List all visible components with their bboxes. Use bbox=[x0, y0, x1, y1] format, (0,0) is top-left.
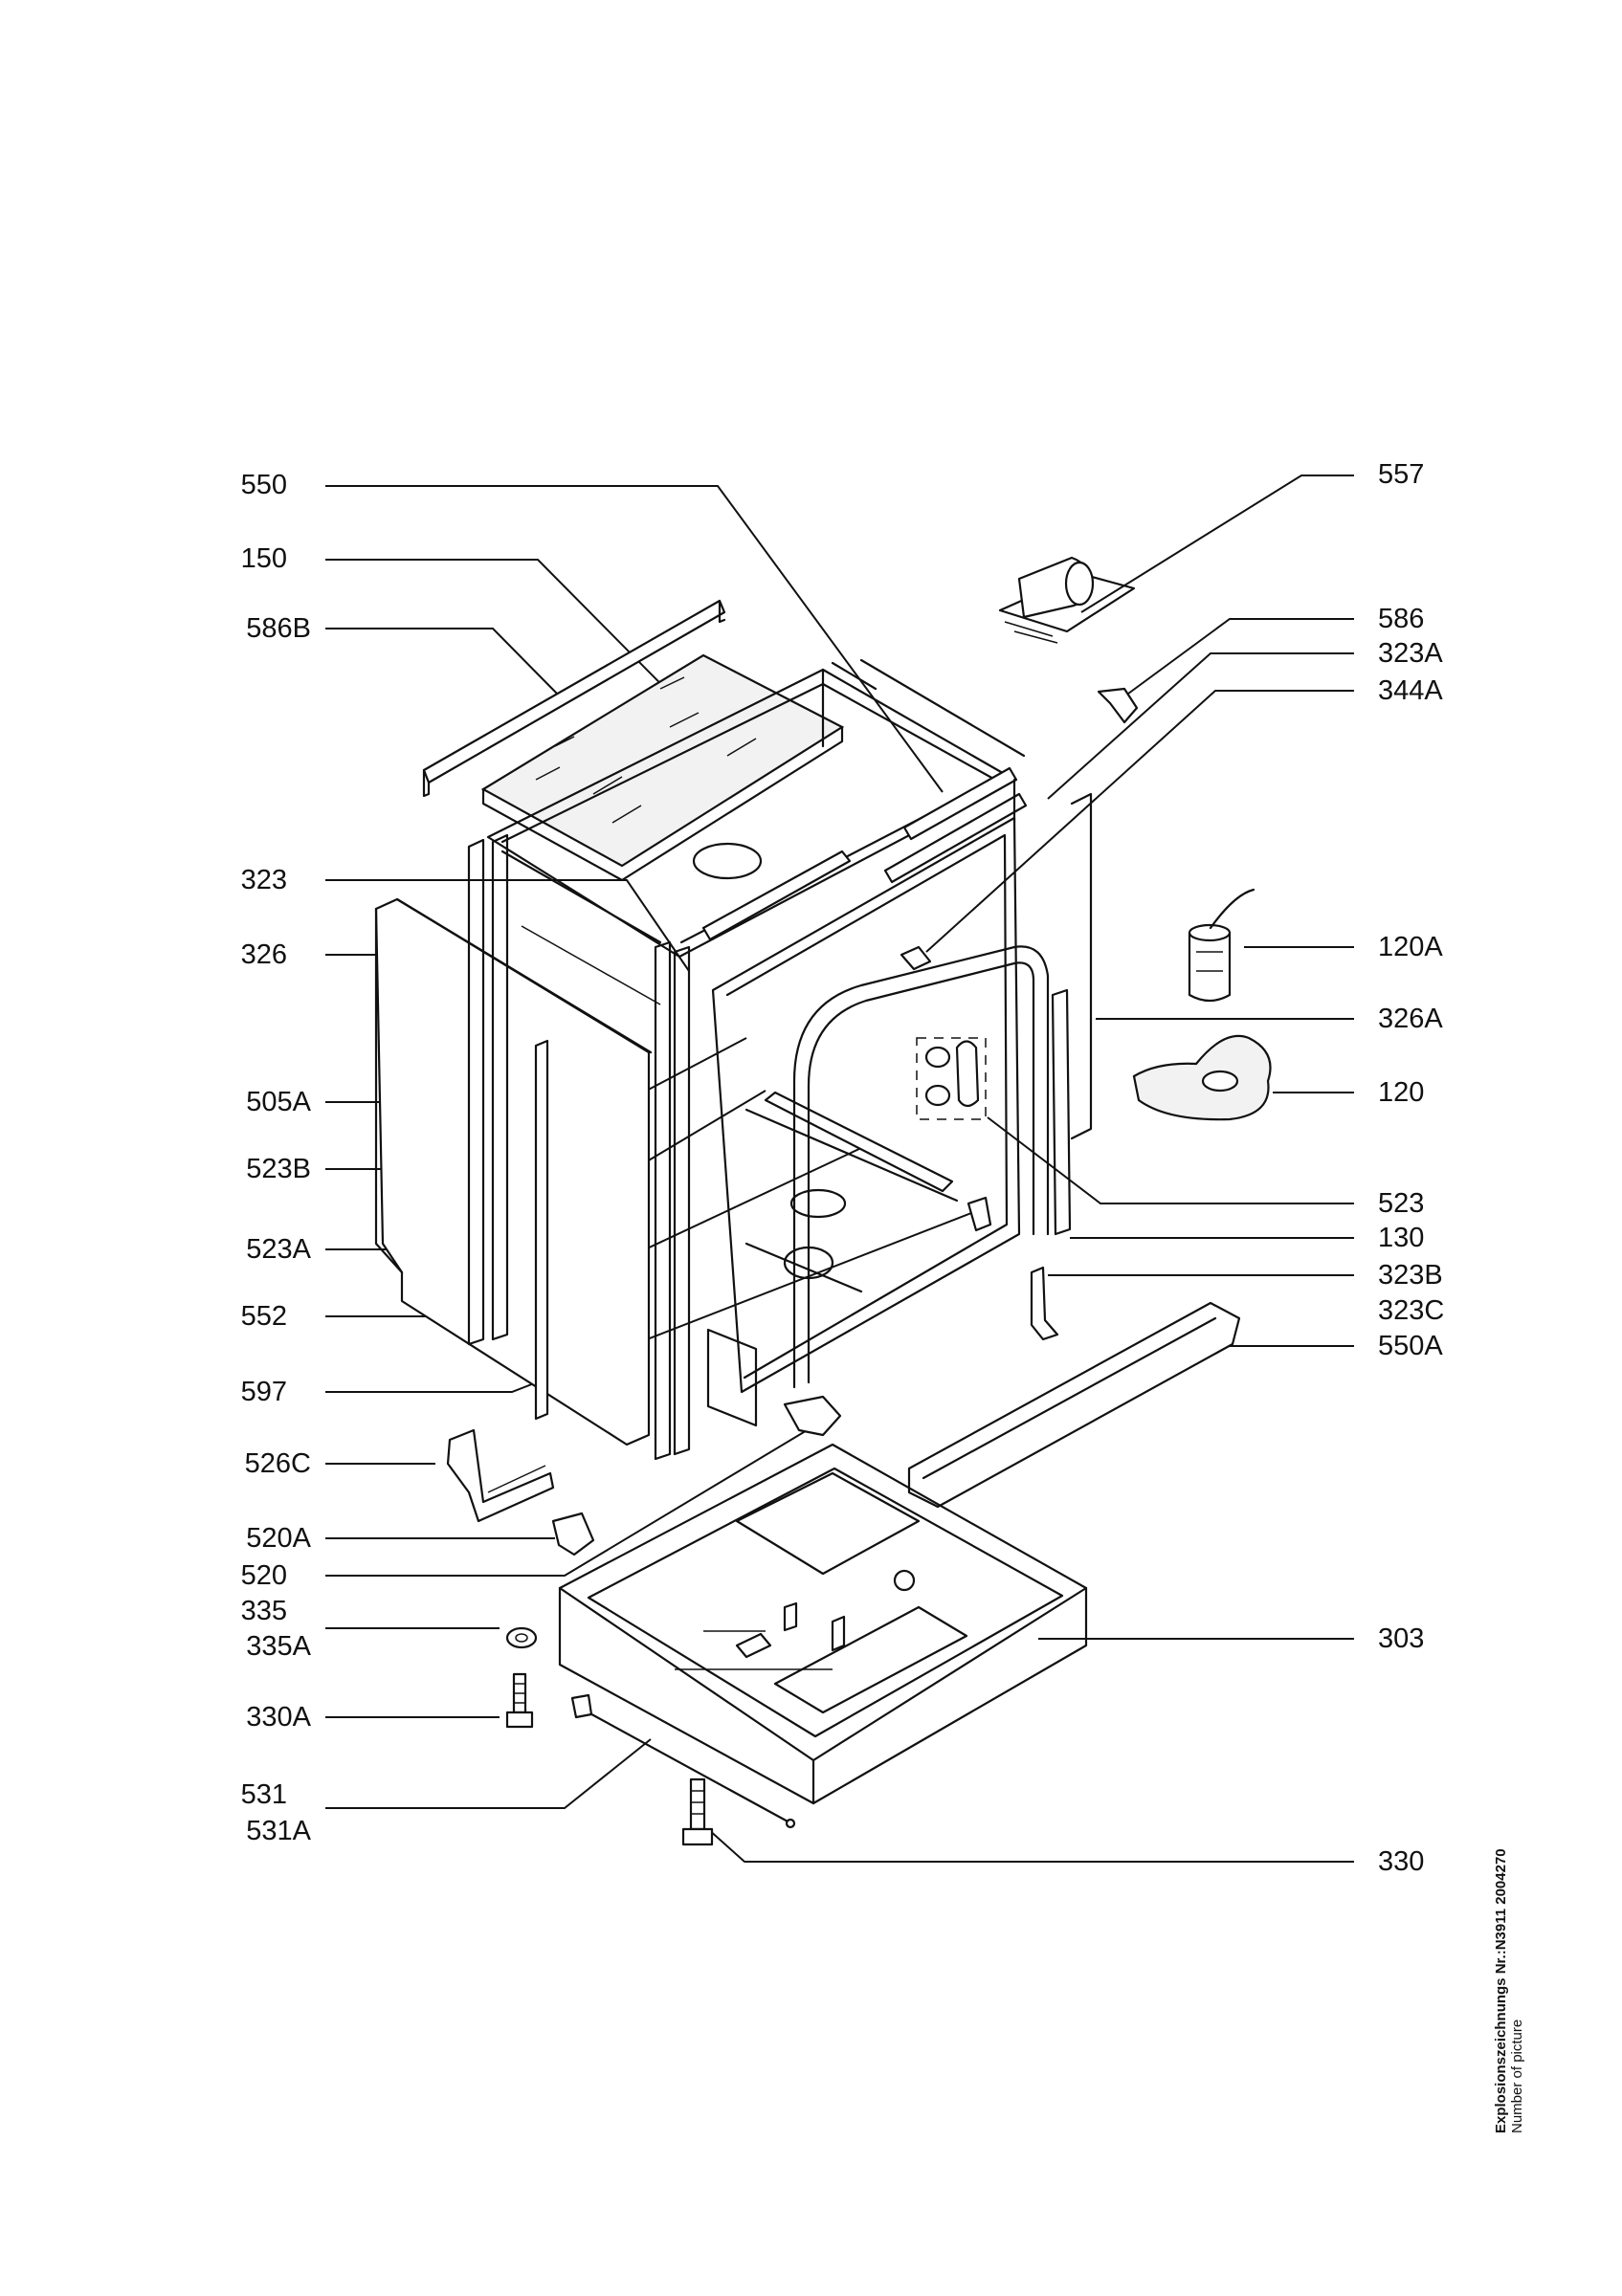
leader-557 bbox=[1080, 475, 1354, 613]
callout-323B: 323B bbox=[1378, 1260, 1443, 1291]
part-505A-strip bbox=[534, 1039, 549, 1421]
part-586-bracket bbox=[1097, 687, 1139, 724]
callout-523B: 523B bbox=[246, 1154, 311, 1184]
callout-531: 531 bbox=[240, 1779, 287, 1810]
leader-lines bbox=[325, 475, 1354, 1863]
leader-344A bbox=[925, 690, 1354, 953]
leader-520 bbox=[325, 1420, 824, 1577]
leader-531 bbox=[325, 1738, 652, 1809]
callout-323C: 323C bbox=[1378, 1295, 1445, 1326]
callout-335A: 335A bbox=[246, 1631, 311, 1662]
part-335-nut bbox=[505, 1626, 538, 1649]
callout-344A: 344A bbox=[1378, 675, 1443, 706]
callout-323A: 323A bbox=[1378, 638, 1443, 669]
callout-557: 557 bbox=[1378, 459, 1425, 490]
callout-303: 303 bbox=[1378, 1623, 1425, 1654]
callout-526C: 526C bbox=[244, 1448, 311, 1479]
part-inner-tub bbox=[706, 816, 1021, 1427]
picture-number-note: Explosionszeichnungs Nr.:N3911 2004270 N… bbox=[1493, 1751, 1531, 2133]
part-303-base bbox=[558, 1443, 1088, 1805]
part-531-rod bbox=[570, 1693, 796, 1829]
callout-520: 520 bbox=[240, 1560, 287, 1591]
leader-323 bbox=[325, 879, 690, 972]
callout-550A: 550A bbox=[1378, 1331, 1443, 1361]
callout-335: 335 bbox=[240, 1596, 287, 1626]
callout-531A: 531A bbox=[246, 1816, 311, 1846]
part-557-insulation-roll bbox=[998, 556, 1136, 644]
callout-120A: 120A bbox=[1378, 932, 1443, 962]
leader-586 bbox=[1123, 618, 1354, 697]
callout-586B: 586B bbox=[246, 613, 311, 644]
leader-330 bbox=[707, 1828, 1354, 1863]
part-cabinet-top-frame bbox=[486, 658, 1028, 959]
callout-523A: 523A bbox=[246, 1234, 311, 1265]
callout-586: 586 bbox=[1378, 604, 1425, 634]
part-120-filter bbox=[1132, 1034, 1272, 1121]
part-330A-foot bbox=[505, 1672, 534, 1729]
callout-520A: 520A bbox=[246, 1523, 311, 1554]
part-323B-bracket bbox=[1030, 1266, 1059, 1341]
callout-326: 326 bbox=[240, 939, 287, 970]
part-cabinet-left-frame bbox=[467, 833, 691, 1461]
part-520A-clip bbox=[551, 1512, 595, 1556]
part-330-foot bbox=[681, 1777, 714, 1846]
part-550A-rail bbox=[907, 1301, 1241, 1509]
part-526C-bracket bbox=[446, 1428, 555, 1523]
part-344A-clip bbox=[900, 945, 932, 971]
part-597-bracket bbox=[967, 1196, 992, 1232]
callout-597: 597 bbox=[240, 1377, 287, 1407]
part-150-top-plate bbox=[480, 653, 845, 882]
callout-505A: 505A bbox=[246, 1087, 311, 1117]
callout-552: 552 bbox=[240, 1301, 287, 1332]
callout-326A: 326A bbox=[1378, 1004, 1443, 1034]
callout-130: 130 bbox=[1378, 1223, 1425, 1253]
leader-323A bbox=[1047, 652, 1354, 800]
leader-586B bbox=[325, 628, 561, 697]
part-523-fittings bbox=[916, 1037, 987, 1120]
callout-323: 323 bbox=[240, 865, 287, 895]
leader-523 bbox=[987, 1116, 1354, 1204]
part-586B-top-rail bbox=[422, 599, 726, 798]
picture-number: Explosionszeichnungs Nr.:N3911 2004270 bbox=[1493, 1848, 1509, 2133]
part-520-clip bbox=[783, 1395, 842, 1437]
leader-550 bbox=[325, 485, 944, 793]
part-326-side-panel bbox=[374, 897, 661, 1446]
part-130-door-seal bbox=[792, 945, 1072, 1389]
picture-number-caption: Number of picture bbox=[1509, 2019, 1525, 2133]
callout-550: 550 bbox=[240, 470, 287, 500]
callout-330: 330 bbox=[1378, 1846, 1425, 1877]
part-120A-container bbox=[1188, 888, 1255, 1003]
part-326A-side-panel bbox=[1070, 792, 1093, 1140]
callout-523: 523 bbox=[1378, 1188, 1425, 1219]
callout-330A: 330A bbox=[246, 1702, 311, 1733]
callout-150: 150 bbox=[240, 543, 287, 574]
callout-120: 120 bbox=[1378, 1077, 1425, 1108]
